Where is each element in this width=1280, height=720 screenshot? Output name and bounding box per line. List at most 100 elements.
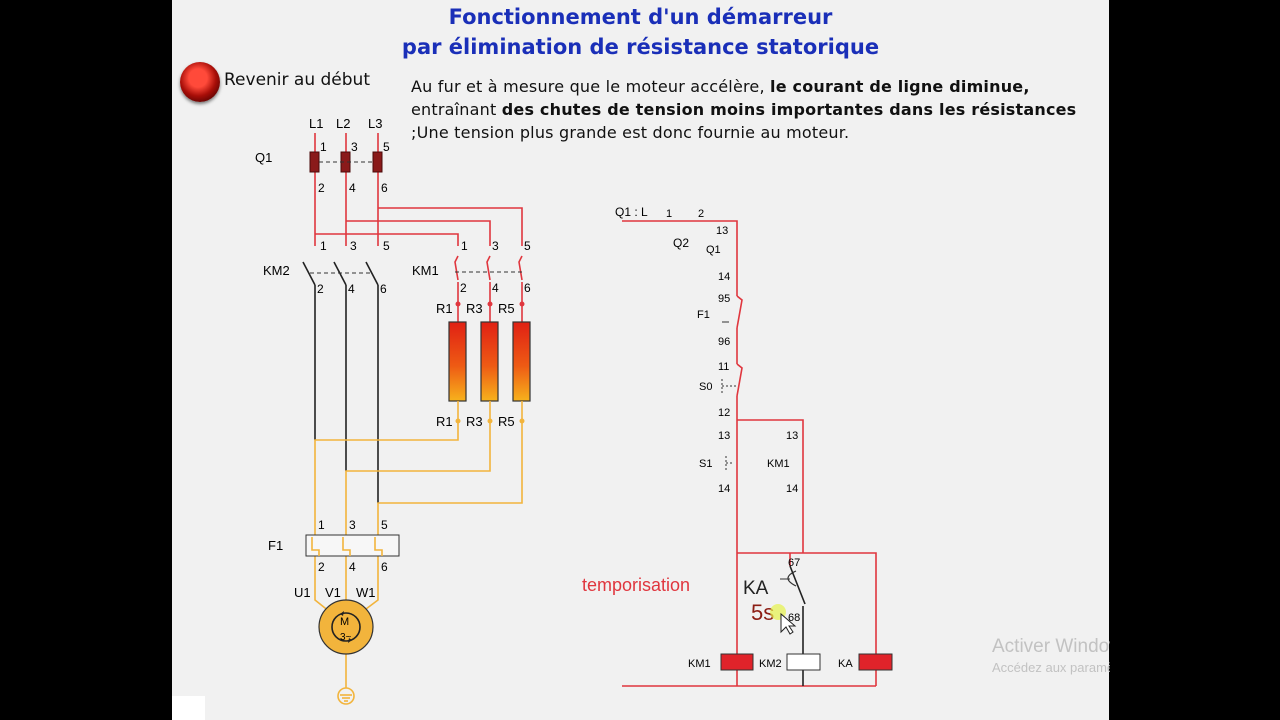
coil-ka-label: KA: [838, 658, 853, 670]
desc-part-2: entraînant: [411, 100, 502, 119]
desc-part-3: ;Une tension plus grande est donc fourni…: [411, 123, 850, 142]
line-label-l2: L2: [336, 116, 350, 131]
s1-start-button: 13 S1 14: [699, 430, 733, 495]
motor-letter: M: [340, 616, 349, 628]
motor-terminal-v1: V1: [325, 585, 341, 600]
motor-phase: 3~: [340, 632, 352, 643]
km1-pin-3: 3: [492, 239, 499, 253]
q1-pin-2: 2: [318, 181, 325, 195]
power-circuit: L1 L2 L3 Q1 1 3 5 2 4: [255, 116, 531, 705]
km1-label: KM1: [412, 263, 439, 278]
s1-pin-13: 13: [718, 430, 730, 442]
q2-pin-13: 13: [716, 225, 728, 237]
km1-hold-contact: 13 KM1 14: [767, 430, 798, 495]
description-text: Au fur et à mesure que le moteur accélèr…: [411, 75, 1091, 144]
desc-part-1: Au fur et à mesure que le moteur accélèr…: [411, 77, 771, 96]
restart-button[interactable]: [180, 62, 220, 102]
watermark-line-1: Activer Windows: [992, 636, 1110, 657]
km2-pin-1: 1: [320, 239, 327, 253]
km1-hold-pin-13: 13: [786, 430, 798, 442]
q2-sub-label: Q1: [706, 244, 721, 256]
control-f1-label: F1: [697, 309, 710, 321]
desc-bold-2: des chutes de tension moins importantes …: [501, 100, 1077, 119]
line-label-l3: L3: [368, 116, 382, 131]
f1-pin-3: 3: [349, 518, 356, 532]
resistor-r3-bottom-label: R3: [466, 414, 483, 429]
km1-pin-2: 2: [460, 281, 467, 295]
resistor-r5: [512, 321, 531, 402]
q1-pin-1: 1: [320, 140, 327, 154]
q2-pin-14: 14: [718, 271, 730, 283]
temporisation-label: temporisation: [582, 575, 690, 595]
s1-label: S1: [699, 458, 712, 470]
q1-label: Q1: [255, 150, 272, 165]
coil-ka: [858, 653, 893, 671]
resistor-r5-top-label: R5: [498, 301, 515, 316]
km2-pin-5: 5: [383, 239, 390, 253]
km2-pin-4: 4: [348, 282, 355, 296]
activation-watermark: Activer Windows Accédez aux paramètres p…: [992, 636, 1110, 675]
restart-button-label[interactable]: Revenir au début: [224, 70, 370, 90]
f1-thermal-relay: F1 1 3 5 2 4 6: [268, 518, 400, 574]
km2-contacts: KM2 1 3 5 2 4 6: [263, 239, 390, 296]
km1-contacts: KM1 1 3 5 2 4 6: [412, 239, 531, 295]
control-q1-pin-2: 2: [698, 208, 704, 220]
f1-pin-5: 5: [381, 518, 388, 532]
coil-km1-label: KM1: [688, 658, 711, 670]
q1-pin-3: 3: [351, 140, 358, 154]
km2-pin-3: 3: [350, 239, 357, 253]
km2-label: KM2: [263, 263, 290, 278]
coils: KM1 KM2 KA: [688, 653, 893, 671]
diagram-panel: [172, 0, 1109, 720]
s0-label: S0: [699, 381, 712, 393]
coil-km1: [720, 653, 754, 671]
q2-contact: 13 Q2 Q1 14: [673, 225, 738, 283]
control-q1-label: Q1 : L: [615, 205, 648, 219]
resistor-r5-bottom-label: R5: [498, 414, 515, 429]
q1-pin-4: 4: [349, 181, 356, 195]
resistor-r1-bottom-label: R1: [436, 414, 453, 429]
motor-terminal-u1: U1: [294, 585, 311, 600]
km1-hold-label: KM1: [767, 458, 790, 470]
ka-pin-67: 67: [788, 557, 800, 569]
resistor-r3-top-label: R3: [466, 301, 483, 316]
corner-patch: [172, 696, 205, 720]
s1-pin-14: 14: [718, 483, 730, 495]
ka-label: KA: [743, 578, 769, 599]
q2-label: Q2: [673, 236, 689, 250]
q1-pin-5: 5: [383, 140, 390, 154]
resistor-r1-top-label: R1: [436, 301, 453, 316]
motor-terminal-w1: W1: [356, 585, 376, 600]
ka-timer-contact: 67 temporisation KA 5s 68: [582, 557, 806, 635]
f1-pin-1: 1: [318, 518, 325, 532]
f1-pin-95: 95: [718, 293, 730, 305]
resistors: R1 R3 R5 R1 R3 R5: [436, 301, 531, 429]
resistor-r3: [480, 321, 499, 402]
km2-pin-6: 6: [380, 282, 387, 296]
km1-pin-4: 4: [492, 281, 499, 295]
km1-pin-5: 5: [524, 239, 531, 253]
title-line-1: Fonctionnement d'un démarreur: [448, 5, 833, 29]
f1-label: F1: [268, 538, 283, 553]
f1-pin-96: 96: [718, 336, 730, 348]
coil-km2: [786, 653, 821, 671]
q1-pin-6: 6: [381, 181, 388, 195]
control-q1-pin-1: 1: [666, 208, 672, 220]
motor-symbol: [318, 599, 374, 655]
s0-pin-12: 12: [718, 407, 730, 419]
line-label-l1: L1: [309, 116, 323, 131]
desc-bold-1: le courant de ligne diminue,: [770, 77, 1030, 96]
km1-pin-1: 1: [461, 239, 468, 253]
ground-icon: [337, 687, 355, 705]
coil-km2-label: KM2: [759, 658, 782, 670]
s0-pin-11: 11: [718, 361, 729, 373]
s0-stop-button: 11 S0 12: [699, 361, 743, 419]
f1-pin-6: 6: [381, 560, 388, 574]
km1-hold-pin-14: 14: [786, 483, 798, 495]
ka-delay-value: 5s: [751, 600, 774, 625]
resistor-r1: [448, 321, 467, 402]
f1-nc-contact: 95 F1 96: [697, 293, 743, 348]
f1-pin-2: 2: [318, 560, 325, 574]
mouse-cursor-icon: [780, 612, 797, 635]
